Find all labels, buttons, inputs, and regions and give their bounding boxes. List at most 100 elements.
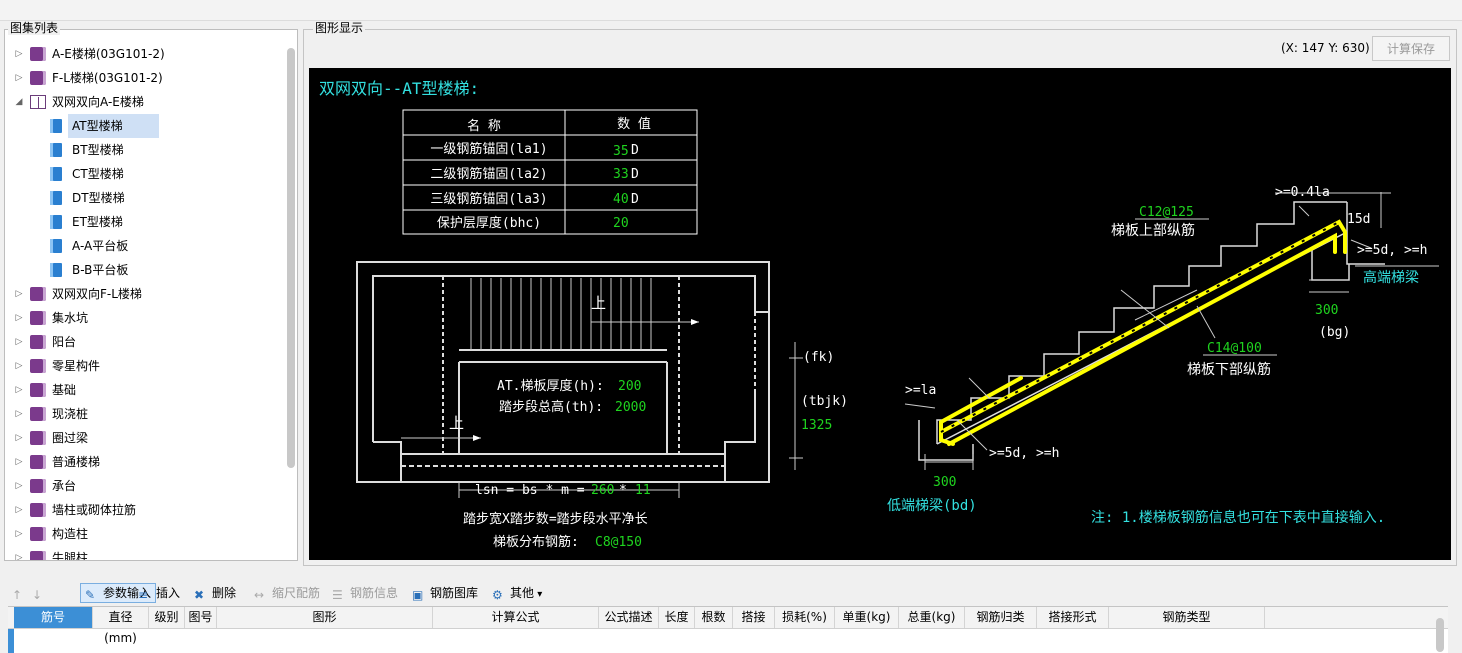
tree-item[interactable]: ▷牛腿柱 xyxy=(5,546,283,561)
toolbar-button[interactable]: ⚙其他 ▾ xyxy=(492,583,542,603)
expand-arrow-icon[interactable]: ▷ xyxy=(15,385,23,395)
grid-column-header[interactable]: 图号 xyxy=(185,607,217,628)
plan-tread-lines xyxy=(401,278,699,439)
low-beam-300[interactable]: 300 xyxy=(933,475,956,490)
expand-arrow-icon[interactable]: ▷ xyxy=(15,457,23,467)
high-beam-300[interactable]: 300 xyxy=(1315,303,1338,318)
grid-column-header[interactable]: 图形 xyxy=(217,607,433,628)
expand-arrow-icon[interactable]: ▷ xyxy=(15,409,23,419)
expand-arrow-icon[interactable]: ▷ xyxy=(15,289,23,299)
tree-item[interactable]: ▷墙柱或砌体拉筋 xyxy=(5,498,283,522)
grid-column-header[interactable]: 搭接形式 xyxy=(1037,607,1109,628)
expand-arrow-icon[interactable]: ▷ xyxy=(15,313,23,323)
bottom-bar-spec[interactable]: C14@100 xyxy=(1207,341,1262,356)
grid-scrollbar[interactable] xyxy=(1436,618,1444,652)
expand-arrow-icon[interactable]: ▷ xyxy=(15,529,23,539)
calc-save-button[interactable]: 计算保存 xyxy=(1372,36,1450,61)
grid-column-header[interactable]: 长度 xyxy=(659,607,695,628)
lsn-bs-value[interactable]: 260 xyxy=(591,483,614,498)
tree-item[interactable]: ▷ 集水坑 xyxy=(5,306,283,330)
row-selector[interactable] xyxy=(8,629,14,653)
plan-up-label: 上 xyxy=(591,294,606,312)
table-row-la2-value[interactable]: 33 xyxy=(613,167,629,182)
tree-item[interactable]: ▷阳台 xyxy=(5,330,283,354)
tbjk-value[interactable]: 1325 xyxy=(801,418,832,433)
tree-item[interactable]: A-A平台板 xyxy=(5,234,283,258)
tree-item[interactable]: ▷普通楼梯 xyxy=(5,450,283,474)
lsn-m-value[interactable]: 11 xyxy=(635,483,651,498)
toolbar-button[interactable]: ≡插入 xyxy=(138,583,180,603)
collapse-arrow-icon[interactable]: ◢ xyxy=(15,97,23,107)
grid-column-header[interactable]: 单重(kg) xyxy=(835,607,899,628)
tree-item[interactable]: AT型楼梯 xyxy=(5,114,283,138)
toolbar-button[interactable]: ↔缩尺配筋 xyxy=(254,583,320,603)
tree-item[interactable]: ET型楼梯 xyxy=(5,210,283,234)
toolbar-button[interactable]: ✖删除 xyxy=(194,583,236,603)
expand-arrow-icon[interactable]: ▷ xyxy=(15,73,23,83)
tree-item-label: 承台 xyxy=(52,479,77,493)
drawing-page-icon xyxy=(50,215,62,229)
grid-column-header[interactable]: 级别 xyxy=(149,607,185,628)
height-value[interactable]: 2000 xyxy=(615,400,646,415)
expand-arrow-icon[interactable]: ▷ xyxy=(15,361,23,371)
tree-item[interactable]: ▷零星构件 xyxy=(5,354,283,378)
expand-arrow-icon[interactable]: ▷ xyxy=(15,49,23,59)
expand-arrow-icon[interactable]: ▷ xyxy=(15,553,23,561)
book-icon xyxy=(30,383,46,397)
distribution-bar-value[interactable]: C8@150 xyxy=(595,535,642,550)
tree-item-label: 集水坑 xyxy=(52,311,89,325)
plan-side-dimension xyxy=(458,342,803,498)
tree-item[interactable]: B-B平台板 xyxy=(5,258,283,282)
grid-column-header[interactable]: 损耗(%) xyxy=(775,607,835,628)
tree-scrollbar[interactable] xyxy=(287,48,295,468)
tree-item[interactable]: DT型楼梯 xyxy=(5,186,283,210)
grid-column-header[interactable]: 筋号 xyxy=(14,607,93,628)
up-arrow-icon-lower xyxy=(473,435,481,441)
height-label: 踏步段总高(th): xyxy=(499,399,603,415)
top-bar-spec[interactable]: C12@125 xyxy=(1139,205,1194,220)
table-row-la3-unit: D xyxy=(631,192,639,207)
tree-item[interactable]: CT型楼梯 xyxy=(5,162,283,186)
move-up-button[interactable]: ↑ xyxy=(12,583,30,603)
grid-column-header[interactable]: 公式描述 xyxy=(599,607,659,628)
toolbar-button[interactable]: ✎参数输入 xyxy=(80,583,157,603)
plan-up-label-lower: 上 xyxy=(449,414,464,432)
table-row-bhc-value[interactable]: 20 xyxy=(613,216,629,231)
book-icon xyxy=(30,455,46,469)
grid-column-header[interactable]: 钢筋归类 xyxy=(965,607,1037,628)
drawing-canvas[interactable]: 双网双向--AT型楼梯: 名 称 数 值 一级钢筋锚固(la1) 35 D 二级… xyxy=(309,68,1451,560)
expand-arrow-icon[interactable]: ▷ xyxy=(15,505,23,515)
tree-item-label: F-L楼梯(03G101-2) xyxy=(52,71,163,85)
tree-item[interactable]: ▷构造柱 xyxy=(5,522,283,546)
expand-arrow-icon[interactable]: ▷ xyxy=(15,433,23,443)
grid-column-header[interactable]: 钢筋类型 xyxy=(1109,607,1265,628)
grid-column-header[interactable]: 计算公式 xyxy=(433,607,599,628)
rebar-toolbar: ↑↓ ✎参数输入≡插入 ✖删除 ↔缩尺配筋 ☰钢筋信息 ▣钢筋图库 ⚙其他 ▾ xyxy=(8,581,1448,605)
tree-item[interactable]: ▷现浇桩 xyxy=(5,402,283,426)
table-row-la1-value[interactable]: 35 xyxy=(613,144,629,159)
up-arrow-icon xyxy=(691,319,699,325)
tree-item[interactable]: ▷ F-L楼梯(03G101-2) xyxy=(5,66,283,90)
atlas-tree: ▷A-E楼梯(03G101-2)▷F-L楼梯(03G101-2)◢双网双向A-E… xyxy=(5,42,283,561)
tree-item[interactable]: BT型楼梯 xyxy=(5,138,283,162)
tree-item[interactable]: ▷基础 xyxy=(5,378,283,402)
expand-arrow-icon[interactable]: ▷ xyxy=(15,337,23,347)
grid-column-header[interactable]: 根数 xyxy=(695,607,733,628)
tree-item[interactable]: ▷圈过梁 xyxy=(5,426,283,450)
tree-item[interactable]: ▷双网双向F-L楼梯 xyxy=(5,282,283,306)
grid-column-header[interactable]: 搭接 xyxy=(733,607,775,628)
tree-item[interactable]: ▷A-E楼梯(03G101-2) xyxy=(5,42,283,66)
grid-column-header[interactable]: 总重(kg) xyxy=(899,607,965,628)
tree-item-label: CT型楼梯 xyxy=(72,167,124,181)
move-down-button[interactable]: ↓ xyxy=(32,583,50,603)
table-row-la2-name: 二级钢筋锚固(la2) xyxy=(430,166,547,182)
thickness-value[interactable]: 200 xyxy=(618,379,641,394)
grid-column-header[interactable]: 直径(mm) xyxy=(93,607,149,645)
tree-item[interactable]: ▷ 承台 xyxy=(5,474,283,498)
distribution-bar-label: 梯板分布钢筋: xyxy=(493,534,579,550)
table-row-la3-value[interactable]: 40 xyxy=(613,192,629,207)
expand-arrow-icon[interactable]: ▷ xyxy=(15,481,23,491)
tree-item[interactable]: ◢双网双向A-E楼梯 xyxy=(5,90,283,114)
toolbar-button[interactable]: ▣钢筋图库 xyxy=(412,583,478,603)
toolbar-button[interactable]: ☰钢筋信息 xyxy=(332,583,398,603)
